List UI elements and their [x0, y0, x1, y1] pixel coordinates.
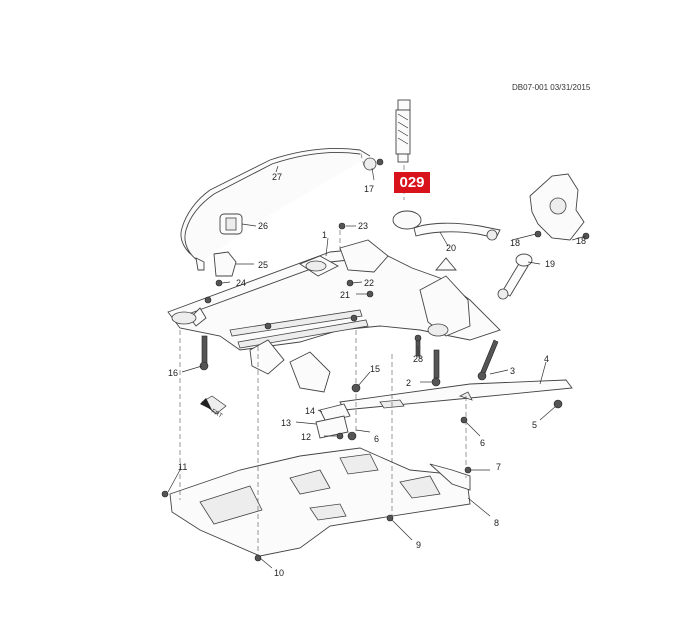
bolt-23[interactable]	[338, 222, 346, 230]
bolt-3[interactable]	[477, 339, 499, 381]
stabilizer-clamp[interactable]	[213, 251, 237, 277]
part-number-27: 27	[272, 172, 282, 182]
front-subframe[interactable]	[167, 239, 501, 393]
bracket-13[interactable]	[315, 415, 357, 441]
part-number-16: 16	[168, 368, 178, 378]
part-number-21: 21	[340, 290, 350, 300]
part-number-25: 25	[258, 260, 268, 270]
front-indicator: FRT	[200, 395, 227, 420]
stabilizer-bushing[interactable]	[219, 213, 243, 235]
alignment-lines	[179, 149, 467, 560]
link-nut[interactable]	[363, 157, 384, 171]
part-number-5: 5	[532, 420, 537, 430]
bolt-2[interactable]	[431, 349, 441, 387]
part-number-28: 28	[413, 354, 423, 364]
highlighted-part-callout[interactable]: 029	[394, 172, 430, 193]
bolt-24[interactable]	[215, 279, 223, 287]
part-number-11: 11	[178, 462, 187, 472]
part-number-17: 17	[364, 184, 374, 194]
part-number-2: 2	[406, 378, 411, 388]
part-number-6b: 6	[480, 438, 485, 448]
part-number-18b: 18	[576, 236, 586, 246]
part-number-20: 20	[446, 243, 456, 253]
part-number-9: 9	[416, 540, 421, 550]
part-number-23: 23	[358, 221, 368, 231]
part-number-12: 12	[301, 432, 311, 442]
lower-control-arm[interactable]	[392, 210, 501, 241]
ball-joint-rod[interactable]	[497, 253, 533, 300]
part-number-26: 26	[258, 221, 268, 231]
part-number-14: 14	[305, 406, 315, 416]
part-number-1: 1	[322, 230, 327, 240]
front-indicator-label: FRT	[210, 409, 223, 420]
document-reference: DB07-001 03/31/2015	[512, 83, 591, 92]
part-number-19: 19	[545, 259, 555, 269]
steering-knuckle[interactable]	[529, 173, 590, 241]
part-number-6a: 6	[374, 434, 379, 444]
part-number-10: 10	[274, 568, 284, 578]
bolt-16[interactable]	[199, 335, 209, 371]
part-number-24: 24	[236, 278, 246, 288]
part-number-8: 8	[494, 518, 499, 528]
part-number-labels: 1 2 3 4 5 6 6 7 8 9 10 11 12 13 14 15 16…	[168, 172, 586, 578]
stabilizer-link[interactable]	[395, 99, 411, 163]
part-number-13: 13	[281, 418, 291, 428]
transverse-brace[interactable]	[339, 379, 573, 424]
part-number-7: 7	[496, 462, 501, 472]
part-number-4: 4	[544, 354, 549, 364]
part-number-22: 22	[364, 278, 374, 288]
underbody-shield[interactable]	[161, 447, 472, 562]
part-number-3: 3	[510, 366, 515, 376]
part-number-15: 15	[370, 364, 380, 374]
part-number-18a: 18	[510, 238, 520, 248]
leader-lines	[167, 165, 587, 569]
